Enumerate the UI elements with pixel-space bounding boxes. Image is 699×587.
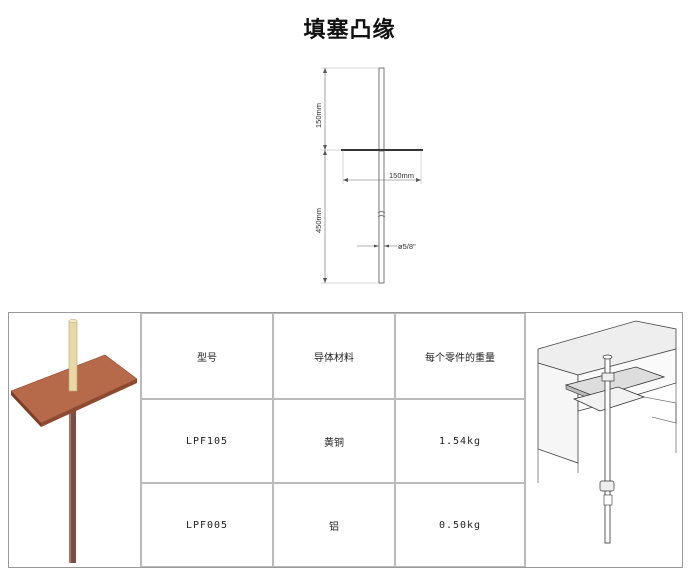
arrow-mid-b [323,150,327,155]
lower-clamp-bolt [603,494,613,506]
break-mark [377,211,386,218]
row1-weight: 1.54kg [395,399,525,483]
row2-model: LPF005 [141,483,273,567]
page-title: 填塞凸缘 [303,17,396,43]
arrow-mid-a [323,145,327,150]
photo-plate-side [11,391,41,427]
arrow-bottom [323,278,327,283]
row1-model: LPF105 [141,399,273,483]
install-rod [604,356,611,544]
dim-plate-label: 150mm [389,171,414,180]
header-model: 型号 [141,313,273,399]
upper-clamp [601,372,615,382]
photo-upper-rod [68,320,78,392]
rod-top-cap [602,354,613,360]
installation-illustration [525,313,682,567]
installation-diagram-icon [537,320,677,544]
rod-arrow-right [384,244,389,248]
header-weight: 每个零件的重量 [395,313,525,399]
lower-clamp [599,480,615,492]
dim-top-label: 150mm [314,103,323,128]
spec-table: 型号 导体材料 每个零件的重量 LPF105 黄铜 1.54kg LPF005 … [8,312,683,568]
rod-arrow-left [374,244,379,248]
photo-rod-highlight [69,403,71,563]
dim-bottom-label: 450mm [314,208,323,233]
upper-rod [378,67,385,151]
plate-arrow-right [416,178,421,182]
photo-plate-edge [41,379,137,427]
lower-rod [378,150,385,284]
support-outline [643,396,677,424]
row1-material: 黄铜 [273,399,395,483]
product-photo [9,313,141,567]
row2-material: 铝 [273,483,395,567]
row2-weight: 0.50kg [395,483,525,567]
dimension-drawing: 150mm 450mm 150mm ø5/8" [314,67,423,284]
flange-photo-icon [10,318,138,563]
parapet-front [537,362,579,464]
dim-rod-label: ø5/8" [398,242,416,251]
header-material: 导体材料 [273,313,395,399]
plate-arrow-left [343,178,348,182]
photo-rod-tip [68,318,78,324]
photo-lower-rod [69,403,76,563]
arrow-top [323,68,327,73]
